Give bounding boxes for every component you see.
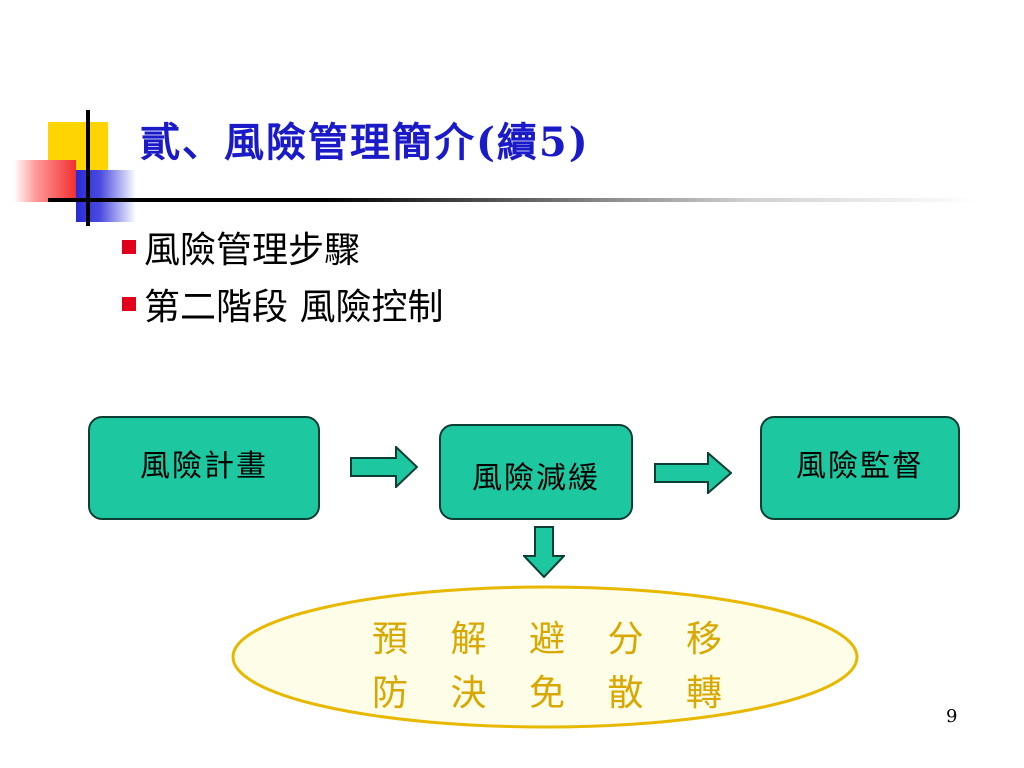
strategy-char: 散 [607,673,644,714]
decor-vertical-line [86,110,90,226]
flow-box-risk-monitor: 風險監督 [760,416,960,520]
decor-red-square [14,160,76,202]
decor-blue-square [76,170,136,222]
strategy-char: 移 [685,619,722,660]
bullet-item: 風險管理步驟 [122,223,360,271]
strategy-char: 轉 [685,673,722,714]
strategy-char: 解 [450,619,487,660]
strategy-char: 決 [450,673,487,714]
bullet-square-icon [122,240,136,254]
flow-box-label: 風險計畫 [140,449,268,484]
arrow-down-icon [523,526,565,578]
title-underline [48,198,978,202]
strategy-char: 防 [371,673,408,714]
flow-box-label: 風險減緩 [472,461,600,496]
bullet-text: 風險管理步驟 [144,230,361,271]
arrow-right-icon [350,446,418,488]
flow-box-risk-plan: 風險計畫 [88,416,320,520]
strategy-char: 分 [607,619,644,660]
bullet-square-icon [122,297,136,311]
bullet-text: 第二階段 風險控制 [144,287,444,328]
strategy-char: 免 [528,673,565,714]
strategy-row-2: 防 決 免 散 轉 [362,664,732,716]
arrow-right-icon [654,452,732,494]
bullet-item: 第二階段 風險控制 [122,280,443,328]
flow-box-label: 風險監督 [796,449,924,484]
flow-box-risk-mitigation: 風險減緩 [439,424,633,520]
slide-title: 貳、風險管理簡介(續5) [140,119,590,166]
strategy-char: 避 [528,619,565,660]
strategy-row-1: 預 解 避 分 移 [362,610,732,662]
strategy-char: 預 [371,619,408,660]
strategy-oval [231,585,859,729]
page-number: 9 [946,706,958,727]
